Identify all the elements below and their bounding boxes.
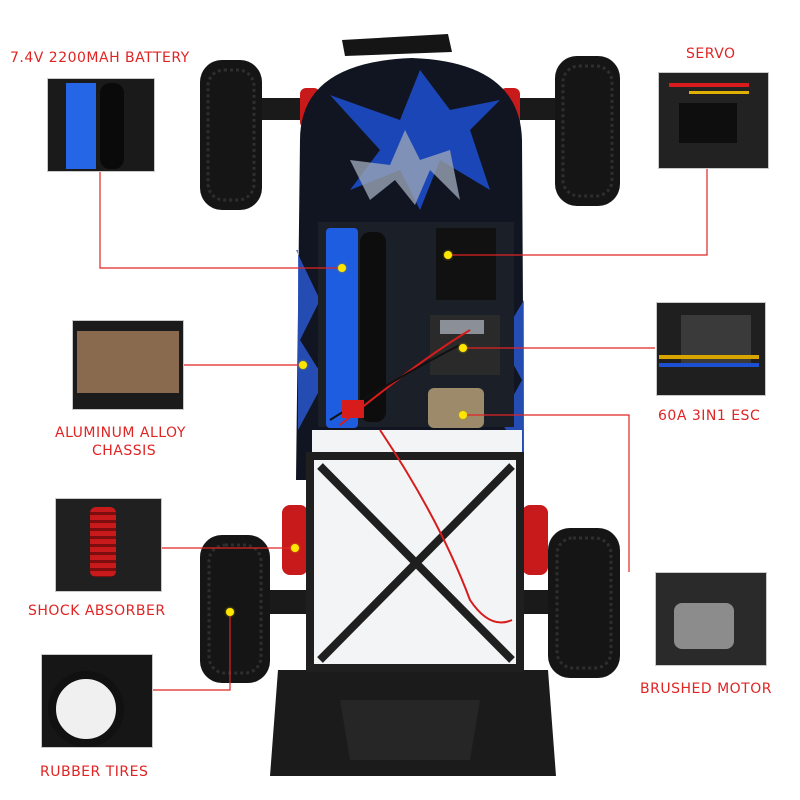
motor-can [428, 388, 484, 428]
rear-left-tire [200, 535, 270, 683]
servo-block [436, 228, 496, 300]
servo-inset-body [679, 103, 737, 143]
rear-right-tire [548, 528, 620, 678]
servo-inset-wires [669, 83, 749, 87]
rear-plate [312, 430, 522, 665]
leader-lines [99, 168, 708, 691]
servo-marker [444, 251, 452, 259]
chassis-label-line1: ALUMINUM ALLOY [55, 425, 186, 441]
tires-inset [41, 654, 153, 748]
front-bumper [342, 34, 452, 56]
esc-inset-wire [659, 355, 759, 359]
chassis-label-line2: CHASSIS [92, 443, 157, 459]
rear-wing-fin [340, 700, 480, 760]
roll-cage [306, 452, 524, 672]
battery-pack [326, 228, 358, 428]
wire-red-rear [379, 429, 513, 624]
motor-inset-can [674, 603, 734, 649]
esc-marker [459, 344, 467, 352]
chassis-inset [72, 320, 184, 410]
motor-leader [463, 414, 630, 572]
esc-inset-wire-blue [659, 363, 759, 367]
shock-inset-spring [90, 507, 116, 577]
battery-label: 7.4V 2200MAH BATTERY [10, 50, 190, 66]
battery-inset-cell [66, 83, 96, 169]
servo-inset-wires-yellow [689, 91, 749, 94]
servo-inset [658, 72, 769, 169]
motor-inset [655, 572, 767, 666]
front-left-tire [200, 60, 262, 210]
tires-leader [152, 612, 231, 691]
body-side-graphic [296, 250, 325, 430]
chassis-marker [299, 361, 307, 369]
motor-marker [459, 411, 467, 419]
shock-marker [291, 544, 299, 552]
esc-inset [656, 302, 766, 396]
esc-label: 60A 3IN1 ESC [658, 408, 761, 424]
front-right-tire [555, 56, 620, 206]
battery-marker [338, 264, 346, 272]
servo-leader [448, 168, 708, 256]
battery-foam [360, 232, 386, 422]
tires-inset-rim [48, 671, 124, 747]
body-graphic-silver [350, 130, 460, 205]
shock-label: SHOCK ABSORBER [28, 603, 166, 619]
tires-marker [226, 608, 234, 616]
battery-inset-foam [100, 83, 124, 169]
battery-leader [99, 172, 342, 269]
esc-heatsink [440, 320, 484, 334]
battery-connector [342, 400, 364, 418]
shock-inset [55, 498, 162, 592]
tires-label: RUBBER TIRES [40, 764, 149, 780]
motor-label: BRUSHED MOTOR [640, 681, 772, 697]
servo-label: SERVO [686, 46, 736, 62]
rear-shocks [282, 505, 548, 575]
battery-inset [47, 78, 155, 172]
chassis-inset-plate [77, 331, 179, 393]
